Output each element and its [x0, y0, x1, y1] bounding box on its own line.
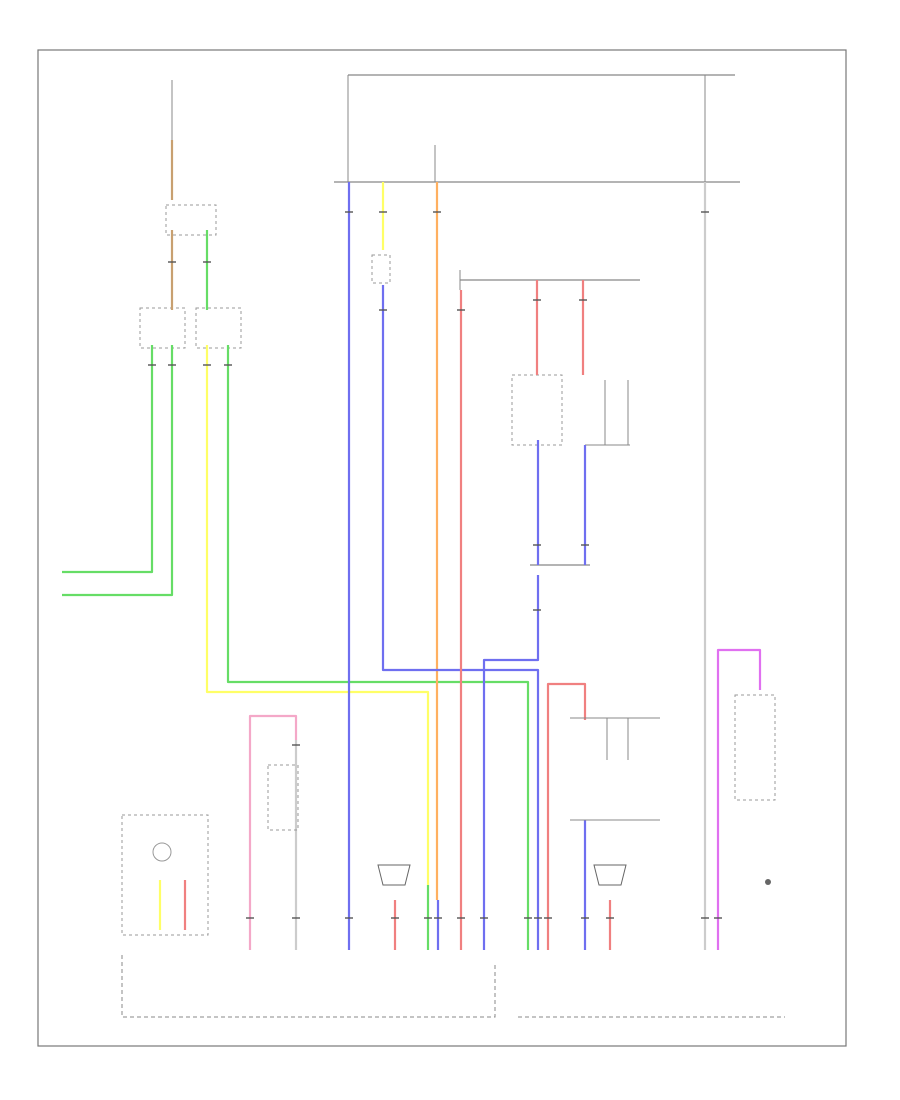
left-junction-box	[165, 204, 217, 236]
lamp-symbol	[152, 842, 172, 862]
wire-green-b	[62, 345, 174, 597]
connector-right-bottom	[593, 864, 627, 886]
wire-pink-a	[248, 714, 298, 950]
wire-green-d	[226, 345, 530, 950]
ground-symbol	[765, 879, 771, 885]
upper-relay-box	[511, 374, 563, 446]
fuse-holder	[371, 254, 391, 284]
wire-yellow-a	[205, 345, 430, 885]
diagram-frame	[37, 49, 847, 1047]
wire-red-d	[546, 682, 587, 950]
left-module-bracket	[121, 955, 496, 1018]
connector-left-bottom	[377, 864, 411, 886]
left-switch-left	[139, 307, 186, 349]
connector-ticks	[148, 211, 722, 919]
wire-violet-a	[716, 648, 762, 950]
lower-left-module	[121, 814, 209, 936]
far-right-module	[734, 694, 776, 801]
wire-blue-e	[482, 575, 540, 950]
left-switch-right	[195, 307, 242, 349]
wire-green-a	[62, 345, 154, 574]
lower-mid-switch	[267, 764, 299, 831]
